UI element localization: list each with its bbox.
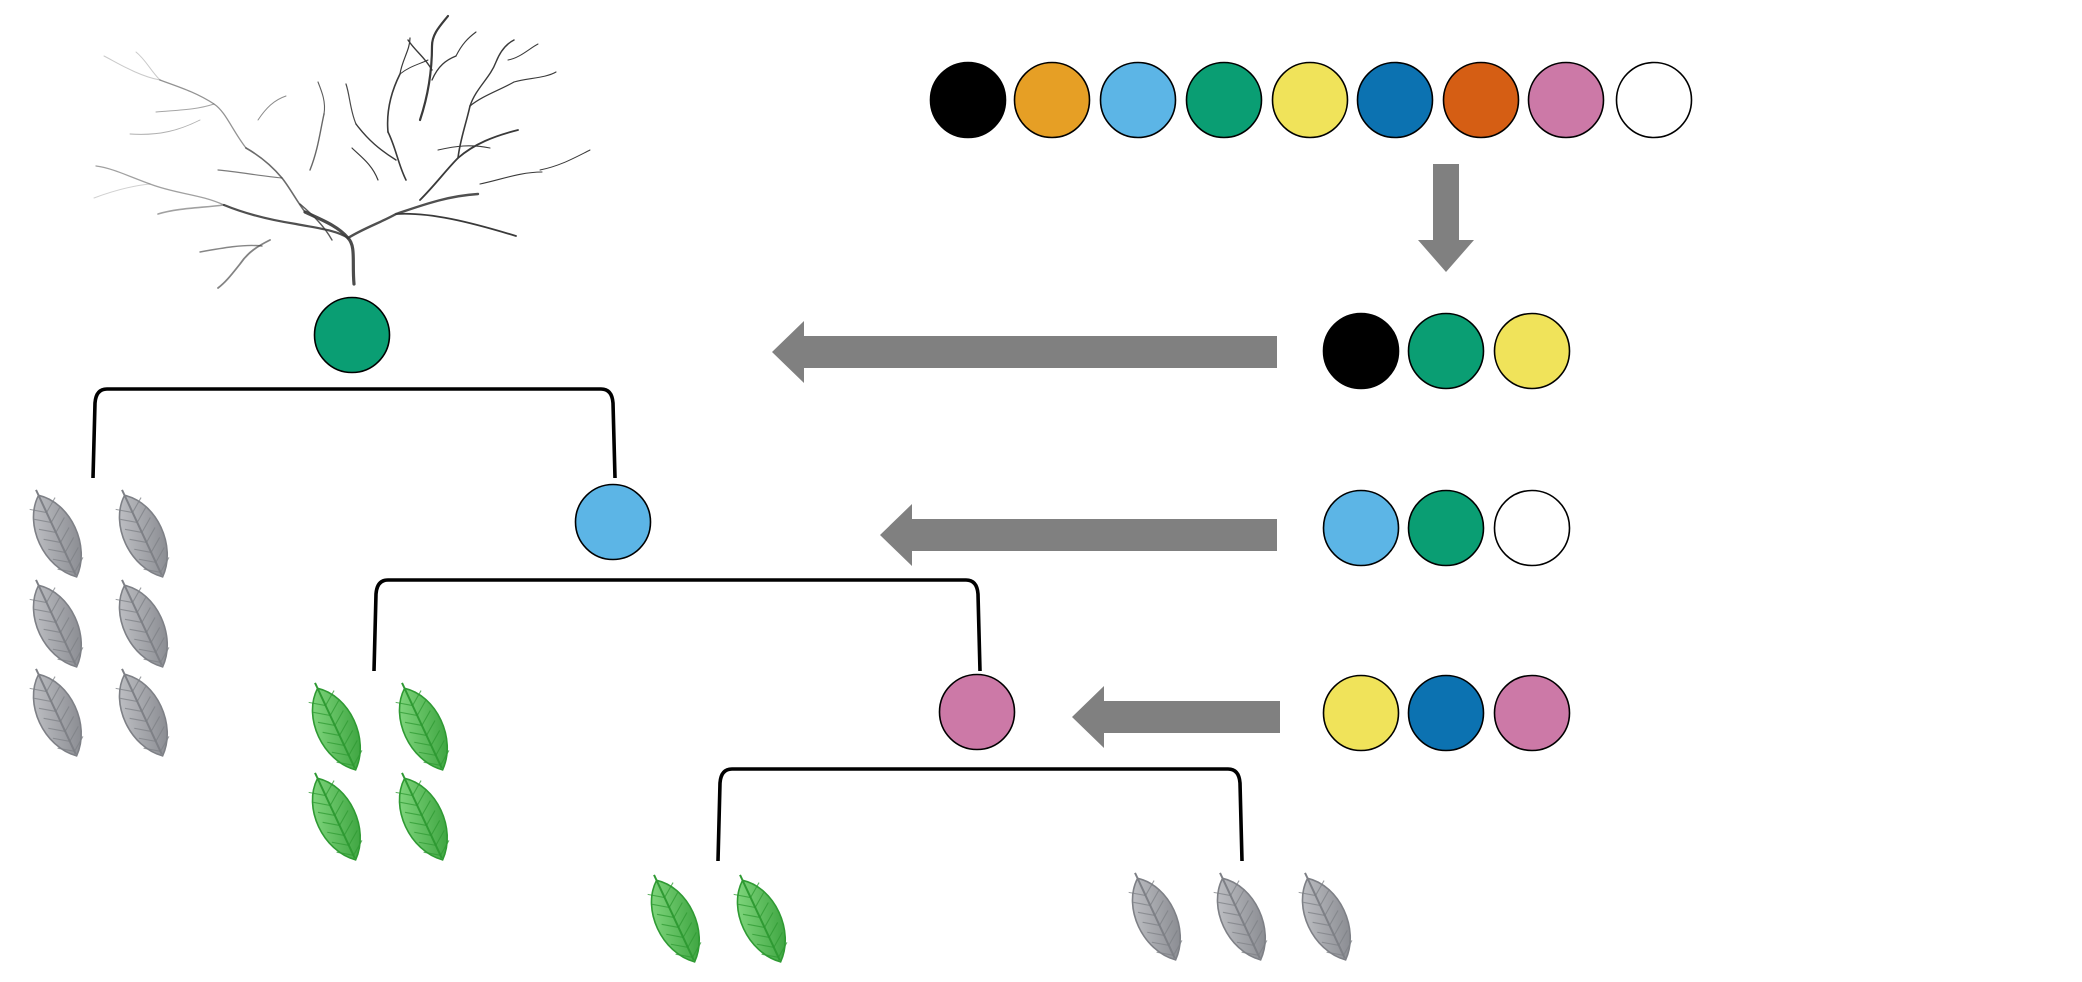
subset-2-circle-white: [1493, 489, 1571, 567]
root-strand-10: [135, 51, 161, 81]
palette-circle-vermillion: [1442, 61, 1520, 139]
leaf-icon-gray-l3-1: [1128, 872, 1183, 961]
root-strand-28: [407, 39, 433, 71]
root-strand-11: [103, 55, 161, 81]
subset-3-circle-blue: [1407, 674, 1485, 752]
root-strand-26: [399, 59, 429, 75]
subset-1-circle-black: [1322, 312, 1400, 390]
palette-circle-white: [1615, 61, 1693, 139]
root-strand-33: [345, 83, 357, 125]
root-strand-39: [539, 149, 591, 171]
subset-3-circle-pink: [1493, 674, 1571, 752]
subset-1-circle-yellow: [1493, 312, 1571, 390]
tree-node-level-1: [574, 483, 652, 561]
root-strand-13: [93, 183, 151, 199]
branch-bracket-3: [716, 767, 1244, 862]
branch-bracket-1: [91, 387, 617, 479]
leaf-icon-gray-l1-4: [115, 579, 170, 668]
tree-branches: [91, 387, 1244, 862]
palette-circle-yellow: [1271, 61, 1349, 139]
root-strand-5: [245, 147, 306, 213]
roots-icon: [93, 14, 591, 289]
arrow-left-icon-3: [1072, 686, 1280, 748]
leaf-icon-gray-l1-5: [29, 668, 84, 757]
root-strand-4: [395, 212, 517, 237]
root-strand-31: [455, 31, 477, 57]
root-strand-1: [303, 210, 356, 286]
root-strand-12: [155, 103, 215, 113]
palette-circle-orange: [1013, 61, 1091, 139]
root-strand-8: [217, 169, 283, 179]
root-strand-36: [317, 81, 326, 115]
leaf-icon-gray-l1-6: [115, 668, 170, 757]
root-strand-2: [222, 203, 350, 240]
leaf-icon-gray-l1-2: [115, 489, 170, 578]
root-strand-17: [299, 203, 333, 241]
arrow-left-icon-2: [880, 504, 1277, 566]
root-strand-6: [157, 204, 225, 215]
root-strand-19: [457, 105, 471, 159]
subset-2-circle-sky-blue: [1322, 489, 1400, 567]
root-strand-34: [479, 171, 543, 185]
palette-circle-black: [929, 61, 1007, 139]
tree-node-level-2: [938, 673, 1016, 751]
arrows: [772, 164, 1474, 748]
leaf-icon-green-l2-2: [395, 682, 450, 771]
leaf-icon-gray-l1-1: [29, 489, 84, 578]
root-strand-14: [129, 119, 201, 135]
subset-2-circle-green: [1407, 489, 1485, 567]
root-strand-18: [419, 129, 519, 201]
root-strand-40: [257, 95, 287, 121]
leaf-icon-gray-l1-3: [29, 579, 84, 668]
root-strand-21: [469, 81, 515, 107]
leaf-groups: [29, 489, 1353, 963]
root-strand-38: [507, 43, 539, 61]
arrow-left-icon-1: [772, 321, 1277, 383]
leaf-icon-green-l3-2: [733, 874, 788, 963]
leaf-icon-green-l2-3: [308, 772, 363, 861]
root-strand-35: [309, 113, 325, 171]
root-strand-32: [355, 123, 397, 161]
root-strand-3: [346, 192, 480, 240]
leaf-icon-gray-l3-3: [1298, 872, 1353, 961]
root-strand-23: [387, 131, 407, 181]
leaf-icon-green-l2-1: [308, 682, 363, 771]
root-strand-27: [418, 14, 450, 122]
root-strand-20: [469, 39, 515, 107]
root-strand-16: [199, 244, 263, 253]
root-strand-29: [431, 55, 457, 81]
arrow-down-icon: [1418, 164, 1474, 272]
root-strand-7: [95, 165, 225, 206]
leaf-icon-green-l3-1: [647, 874, 702, 963]
root-strand-30: [437, 145, 491, 151]
palette-circle-pink: [1527, 61, 1605, 139]
root-strand-25: [399, 37, 411, 75]
palette-circle-blue: [1356, 61, 1434, 139]
leaf-icon-gray-l3-2: [1213, 872, 1268, 961]
palette-circle-sky-blue: [1099, 61, 1177, 139]
root-strand-22: [513, 71, 557, 83]
leaf-icon-green-l2-4: [395, 772, 450, 861]
palette-circle-green: [1185, 61, 1263, 139]
tree-root-node: [313, 296, 391, 374]
branch-bracket-2: [372, 578, 982, 672]
root-strand-37: [351, 147, 379, 181]
root-strand-24: [386, 73, 401, 133]
subset-1-circle-green: [1407, 312, 1485, 390]
color-circles: [313, 61, 1693, 752]
subset-3-circle-yellow: [1322, 674, 1400, 752]
root-strand-9: [159, 79, 247, 149]
